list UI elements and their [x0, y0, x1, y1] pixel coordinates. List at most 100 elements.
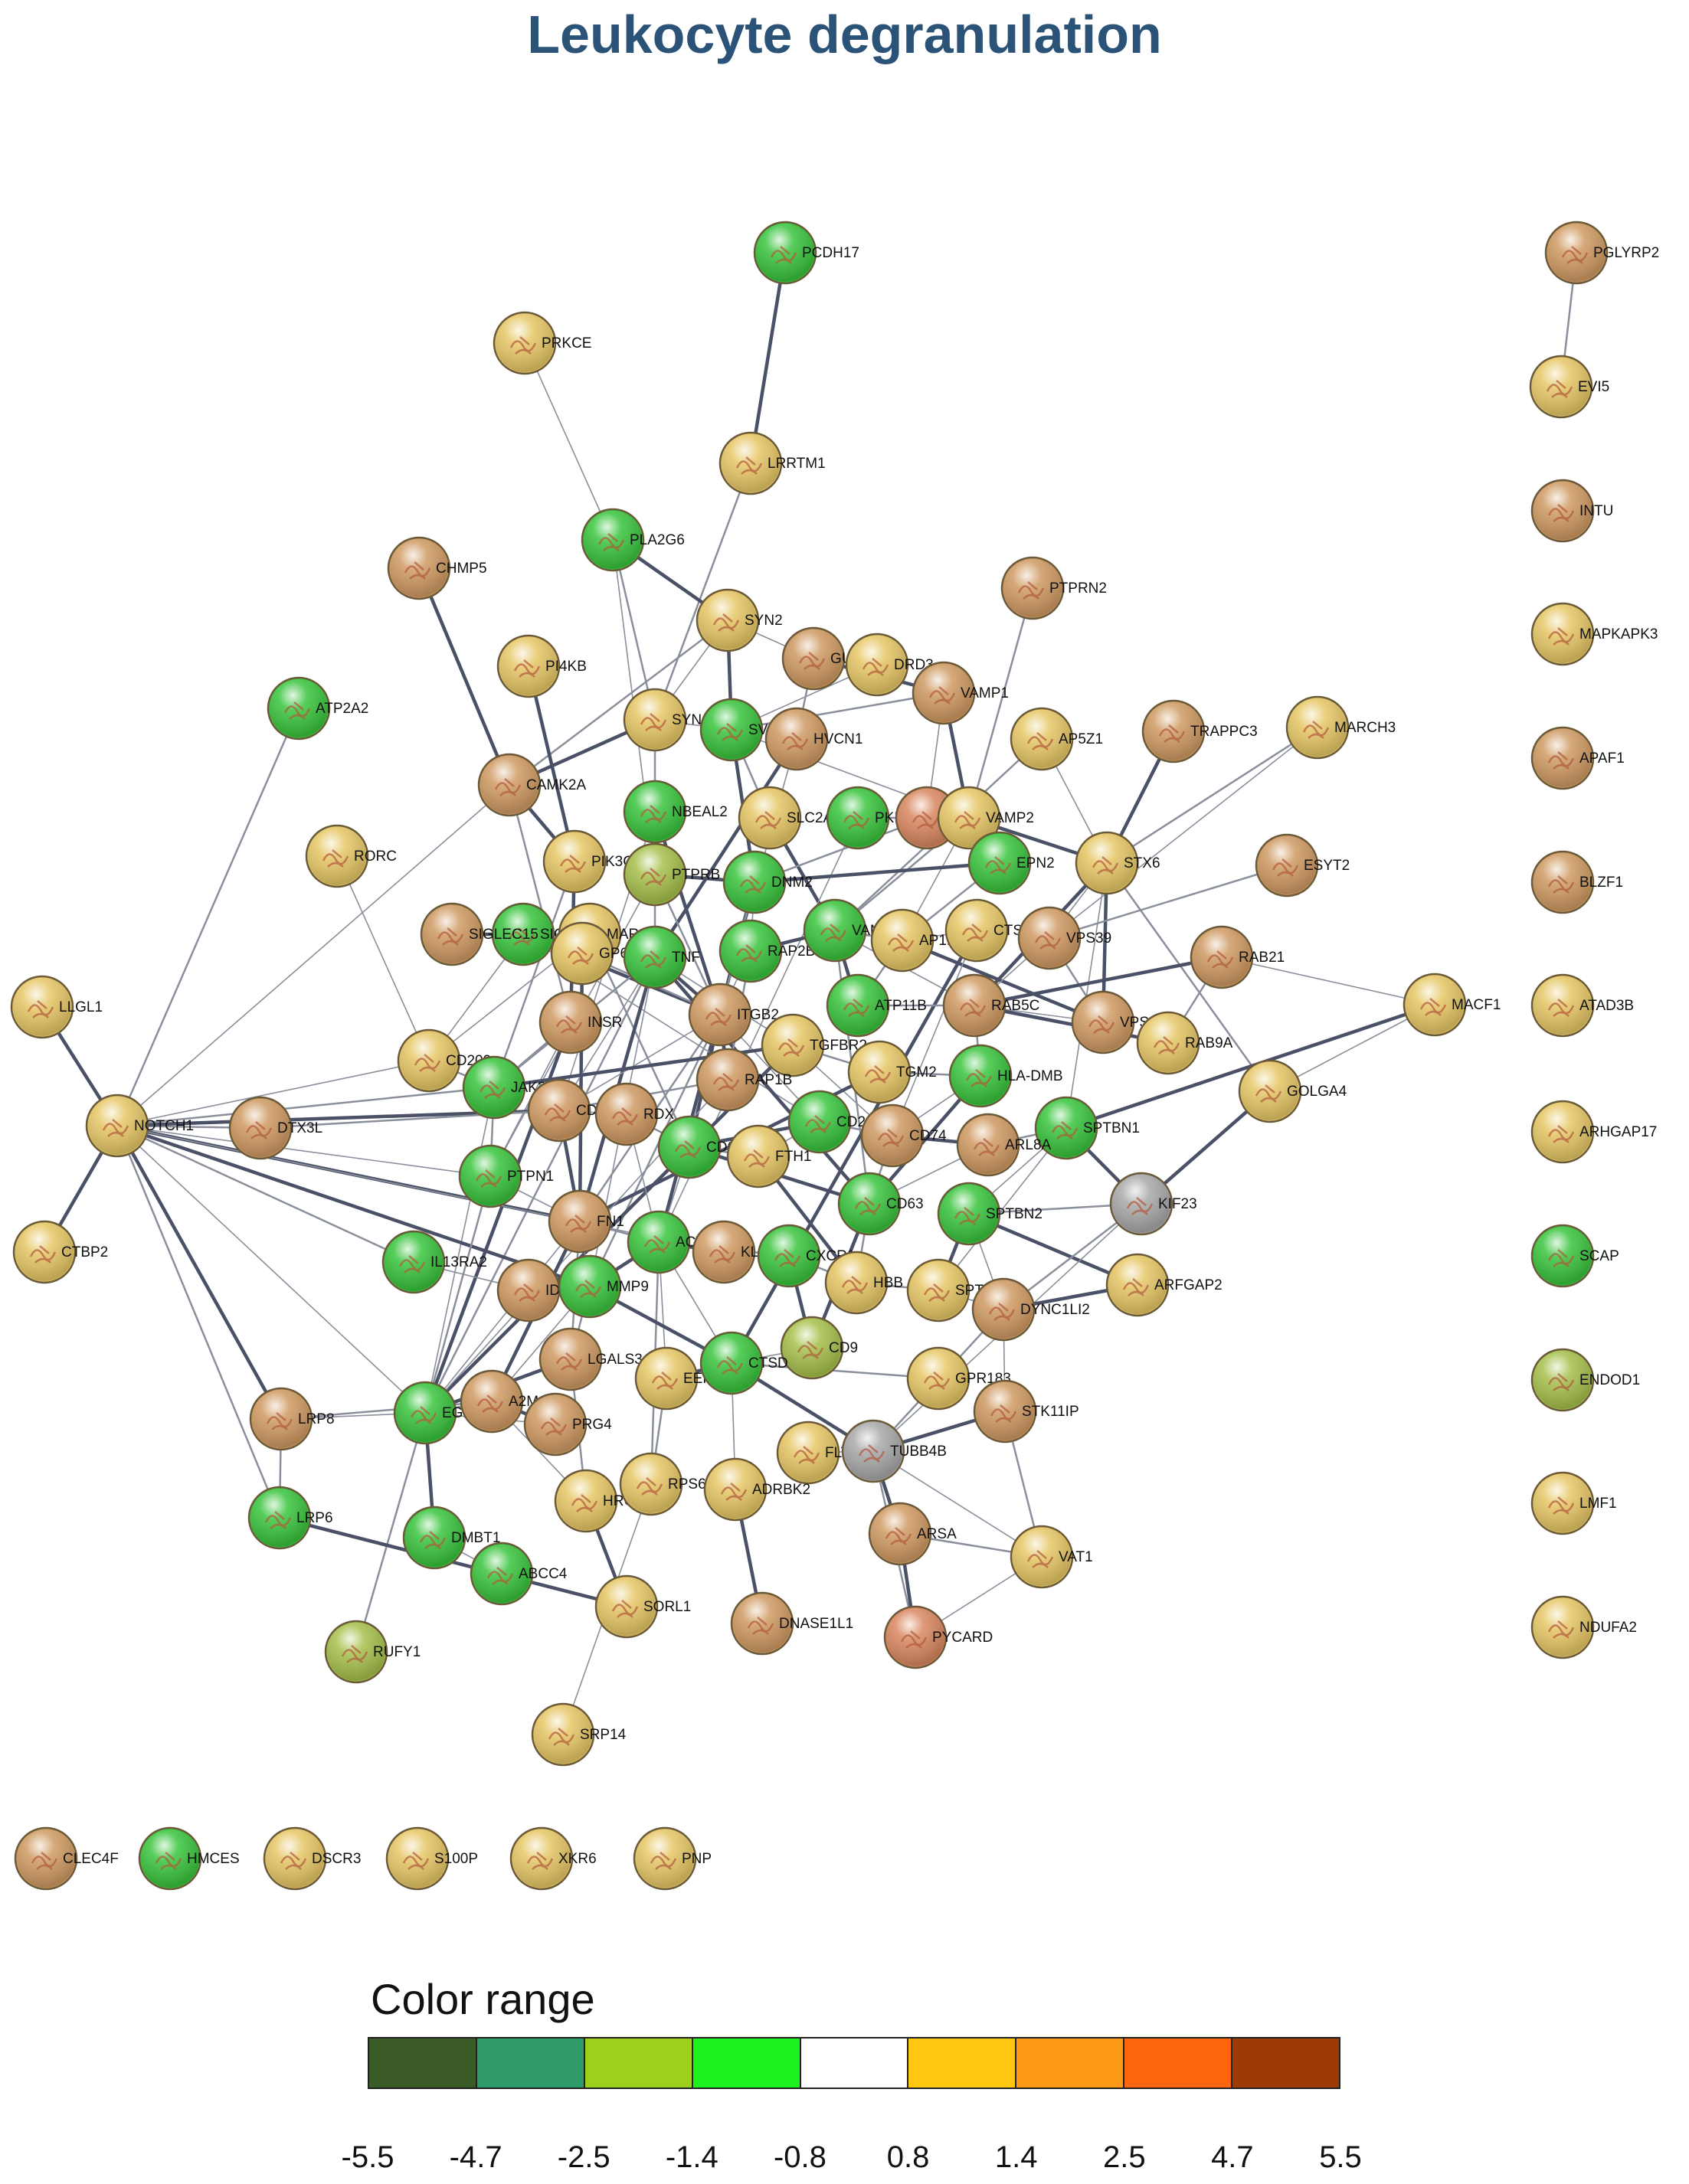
- node-CTSC[interactable]: CTSC: [944, 898, 1033, 963]
- node-RUFY1[interactable]: RUFY1: [324, 1620, 421, 1684]
- node-SORL1[interactable]: SORL1: [594, 1574, 691, 1639]
- node-CLEC4F[interactable]: CLEC4F: [14, 1826, 119, 1891]
- node-PTPN1[interactable]: PTPN1: [458, 1144, 554, 1208]
- node-GPR183[interactable]: GPR183: [906, 1346, 1011, 1411]
- node-LRRTM1[interactable]: LRRTM1: [718, 431, 826, 495]
- node-TGM2[interactable]: TGM2: [847, 1040, 937, 1104]
- node-RAP2B[interactable]: RAP2B: [718, 919, 815, 983]
- node-PRKCE[interactable]: PRKCE: [493, 311, 591, 375]
- node-SPTA1[interactable]: SPTA1: [906, 1258, 1000, 1322]
- node-PTPRN2[interactable]: PTPRN2: [1000, 556, 1107, 620]
- node-CAMK2A[interactable]: CAMK2A: [477, 753, 586, 817]
- node-HMCES[interactable]: HMCES: [138, 1826, 240, 1891]
- node-RORC[interactable]: RORC: [305, 824, 397, 888]
- node-LRP6[interactable]: LRP6: [247, 1486, 333, 1550]
- node-DYNC1LI2[interactable]: DYNC1LI2: [971, 1277, 1090, 1342]
- node-LLGL1[interactable]: LLGL1: [10, 975, 103, 1039]
- node-GP6[interactable]: GP6: [550, 921, 628, 986]
- node-A2M[interactable]: A2M: [460, 1369, 538, 1434]
- node-SPTBN1[interactable]: SPTBN1: [1034, 1096, 1140, 1160]
- node-GULP1[interactable]: GULP1: [781, 626, 878, 691]
- node-LRP8[interactable]: LRP8: [249, 1387, 335, 1451]
- node-BLZF1[interactable]: BLZF1: [1530, 850, 1623, 914]
- node-FTH1[interactable]: FTH1: [726, 1124, 812, 1188]
- node-CTBP2[interactable]: CTBP2: [12, 1220, 108, 1284]
- node-RAB21[interactable]: RAB21: [1190, 925, 1285, 989]
- node-DNASE1L1[interactable]: DNASE1L1: [730, 1591, 853, 1656]
- node-INSR[interactable]: INSR: [538, 990, 622, 1054]
- node-HLA-DMB[interactable]: HLA-DMB: [948, 1044, 1063, 1108]
- node-RDX[interactable]: RDX: [594, 1082, 674, 1146]
- node-CTSD[interactable]: CTSD: [699, 1331, 788, 1395]
- node-VAMP2[interactable]: VAMP2: [937, 786, 1034, 850]
- node-ARFGAP2[interactable]: ARFGAP2: [1105, 1253, 1223, 1317]
- node-RPS6[interactable]: RPS6: [619, 1452, 706, 1516]
- node-SYN2[interactable]: SYN2: [696, 588, 783, 652]
- node-TRAPPC3[interactable]: TRAPPC3: [1141, 699, 1258, 763]
- node-KIF23[interactable]: KIF23: [1109, 1172, 1197, 1236]
- node-CXCR1[interactable]: CXCR1: [757, 1224, 855, 1288]
- node-MACF1[interactable]: MACF1: [1403, 973, 1501, 1037]
- node-PLA2G6[interactable]: PLA2G6: [581, 508, 685, 572]
- node-ARHGAP17[interactable]: ARHGAP17: [1530, 1100, 1657, 1164]
- node-MARCH3[interactable]: MARCH3: [1285, 695, 1396, 760]
- node-HRG[interactable]: HRG: [554, 1469, 635, 1533]
- node-VPS39[interactable]: VPS39: [1017, 906, 1111, 970]
- node-DTX3L[interactable]: DTX3L: [228, 1096, 322, 1160]
- node-LMF1[interactable]: LMF1: [1530, 1471, 1617, 1535]
- node-PIK3C3[interactable]: PIK3C3: [542, 829, 641, 894]
- node-EEF2[interactable]: EEF2: [634, 1346, 720, 1411]
- node-IL13RA2[interactable]: IL13RA2: [381, 1230, 487, 1294]
- node-EPN2[interactable]: EPN2: [967, 831, 1055, 895]
- node-ARSA[interactable]: ARSA: [868, 1502, 957, 1566]
- node-SYN1[interactable]: SYN1: [623, 688, 710, 752]
- node-RAB9A[interactable]: RAB9A: [1136, 1011, 1233, 1075]
- node-MAPKAPK3[interactable]: MAPKAPK3: [1530, 602, 1658, 666]
- node-GOLGA4[interactable]: GOLGA4: [1238, 1059, 1347, 1123]
- node-ITGB2[interactable]: ITGB2: [688, 982, 779, 1047]
- node-ESYT2[interactable]: ESYT2: [1255, 833, 1350, 897]
- node-ARL8A[interactable]: ARL8A: [956, 1113, 1052, 1177]
- node-ATP2A2[interactable]: ATP2A2: [267, 676, 368, 741]
- node-HVCN1[interactable]: HVCN1: [764, 707, 863, 771]
- node-RAP1B[interactable]: RAP1B: [696, 1048, 792, 1112]
- node-VAMP1[interactable]: VAMP1: [912, 661, 1009, 725]
- node-SIGLEC15[interactable]: SIGLEC15: [420, 902, 538, 966]
- node-PYCARD[interactable]: PYCARD: [883, 1605, 993, 1669]
- node-ATP11B[interactable]: ATP11B: [826, 973, 927, 1038]
- node-DMBT1[interactable]: DMBT1: [402, 1506, 500, 1570]
- node-ENDOD1[interactable]: ENDOD1: [1530, 1348, 1640, 1412]
- node-SPTBN2[interactable]: SPTBN2: [937, 1182, 1043, 1246]
- node-SCAP[interactable]: SCAP: [1530, 1224, 1619, 1288]
- node-TGFBR2[interactable]: TGFBR2: [761, 1013, 867, 1077]
- node-FN1[interactable]: FN1: [548, 1189, 624, 1254]
- node-STX6[interactable]: STX6: [1075, 831, 1160, 895]
- node-PKM[interactable]: PKM: [826, 786, 906, 850]
- node-S100P[interactable]: S100P: [385, 1826, 478, 1891]
- node-NOTCH1[interactable]: NOTCH1: [85, 1094, 194, 1158]
- node-EGFR[interactable]: EGFR: [393, 1381, 483, 1445]
- node-CD22[interactable]: CD22: [787, 1090, 874, 1154]
- node-SRP14[interactable]: SRP14: [531, 1702, 627, 1767]
- node-VAMP8[interactable]: VAMP8: [803, 898, 900, 963]
- node-DRD3[interactable]: DRD3: [845, 633, 934, 697]
- node-CD74[interactable]: CD74: [860, 1103, 947, 1168]
- node-LGALS3[interactable]: LGALS3: [538, 1327, 643, 1391]
- node-ADRBK2[interactable]: ADRBK2: [703, 1457, 810, 1522]
- node-PCDH17[interactable]: PCDH17: [753, 221, 859, 285]
- node-MMP9[interactable]: MMP9: [558, 1254, 649, 1319]
- node-FLT3[interactable]: FLT3: [776, 1421, 858, 1485]
- node-VAT1[interactable]: VAT1: [1010, 1525, 1093, 1589]
- node-RAB5C[interactable]: RAB5C: [942, 973, 1039, 1038]
- node-STK11IP[interactable]: STK11IP: [973, 1379, 1079, 1443]
- node-XKR6[interactable]: XKR6: [509, 1826, 597, 1891]
- node-PTPRB[interactable]: PTPRB: [623, 842, 720, 907]
- node-SLC2A5[interactable]: SLC2A5: [738, 786, 841, 850]
- node-JAK2[interactable]: JAK2: [462, 1055, 545, 1120]
- node-ATAD3B[interactable]: ATAD3B: [1530, 973, 1634, 1038]
- node-DNM2[interactable]: DNM2: [722, 850, 813, 914]
- node-AP1M1[interactable]: AP1M1: [870, 908, 967, 973]
- node-CD63[interactable]: CD63: [837, 1172, 924, 1236]
- node-NBEAL2[interactable]: NBEAL2: [623, 780, 728, 844]
- node-EVI5[interactable]: EVI5: [1529, 355, 1609, 419]
